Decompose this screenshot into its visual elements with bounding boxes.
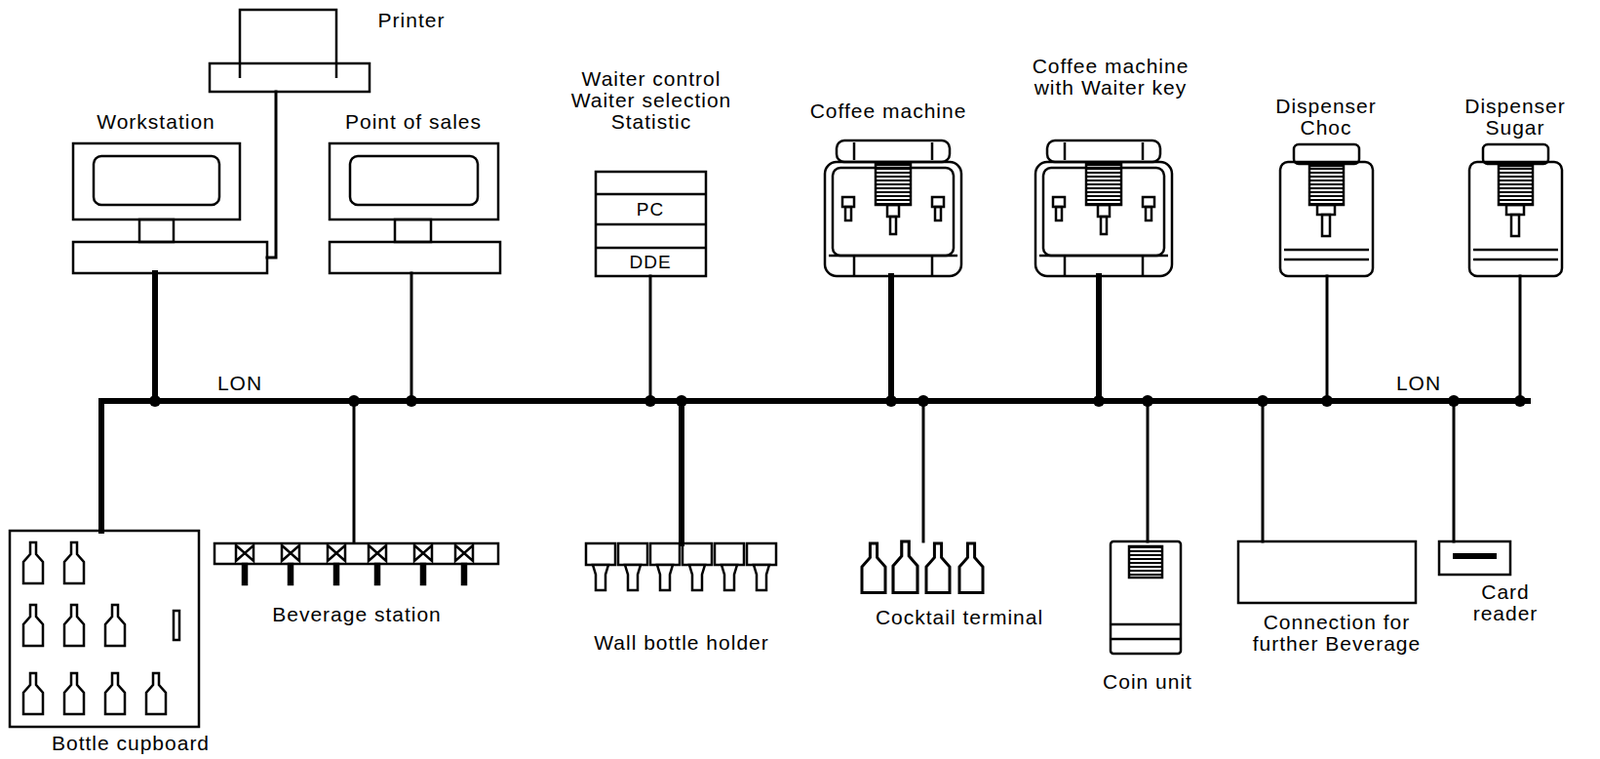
dispenser: Dispenser Sugar bbox=[1469, 144, 1562, 276]
device-label: Connection for further Beverage bbox=[1234, 611, 1440, 655]
device-label: Beverage station bbox=[272, 603, 442, 625]
printer-cable bbox=[267, 91, 276, 258]
dispenser: Dispenser Choc bbox=[1280, 144, 1373, 276]
device-label: Dispenser Sugar bbox=[1454, 95, 1577, 139]
device-label: Printer bbox=[378, 9, 446, 32]
pc-field-label: DDE bbox=[628, 251, 671, 274]
pc-box: Waiter control Waiter selection Statisti… bbox=[595, 171, 706, 276]
pc-field-label: PC bbox=[636, 198, 664, 221]
bus-connector bbox=[1519, 275, 1522, 398]
coffee-machine: Coffee machine bbox=[824, 140, 962, 276]
coin-unit: Coin unit bbox=[1110, 541, 1181, 654]
bus-connector bbox=[1095, 275, 1102, 398]
card-reader: Card reader bbox=[1439, 541, 1511, 575]
bus-connector bbox=[649, 275, 653, 398]
device-label: Waiter control Waiter selection Statisti… bbox=[553, 68, 749, 133]
bus-label: LON bbox=[1396, 372, 1442, 394]
device-label: Bottle cupboard bbox=[51, 732, 210, 754]
device-label: Wall bottle holder bbox=[593, 631, 769, 654]
coffee-machine: Coffee machine with Waiter key bbox=[1035, 140, 1172, 276]
device-label: Point of sales bbox=[345, 111, 482, 133]
wall-bottle-holder: Wall bottle holder bbox=[584, 543, 781, 592]
bottle-cupboard: Bottle cupboard bbox=[9, 530, 199, 727]
bus-connector bbox=[1146, 403, 1150, 542]
bus-connector bbox=[678, 403, 685, 544]
bus-connector bbox=[1326, 275, 1329, 398]
workstation: Workstation bbox=[73, 143, 268, 274]
bus-connector bbox=[410, 273, 414, 398]
cocktail-terminal: Cocktail terminal bbox=[859, 541, 988, 592]
device-label: Dispenser Choc bbox=[1265, 95, 1388, 139]
device-label: Cocktail terminal bbox=[875, 606, 1044, 628]
bus-connector bbox=[101, 400, 105, 531]
bus-connector bbox=[1452, 403, 1456, 542]
point-of-sales: Point of sales bbox=[329, 143, 501, 274]
connection-box: Connection for further Beverage bbox=[1238, 541, 1416, 603]
bus-connector bbox=[1261, 403, 1265, 542]
printer: Printer bbox=[209, 9, 370, 92]
bus-connector bbox=[888, 275, 895, 398]
bus-connector bbox=[352, 403, 356, 542]
device-label: Coffee machine bbox=[810, 100, 968, 122]
device-label: Coffee machine with Waiter key bbox=[1017, 55, 1204, 99]
bus-connector bbox=[922, 403, 926, 542]
beverage-station: Beverage station bbox=[214, 541, 499, 585]
bus-connector bbox=[152, 273, 158, 398]
lon-bus: LONLON bbox=[104, 397, 1531, 404]
bus-label: LON bbox=[217, 372, 263, 394]
device-label: Card reader bbox=[1459, 581, 1553, 625]
device-label: Coin unit bbox=[1102, 670, 1193, 693]
device-label: Workstation bbox=[96, 111, 216, 133]
